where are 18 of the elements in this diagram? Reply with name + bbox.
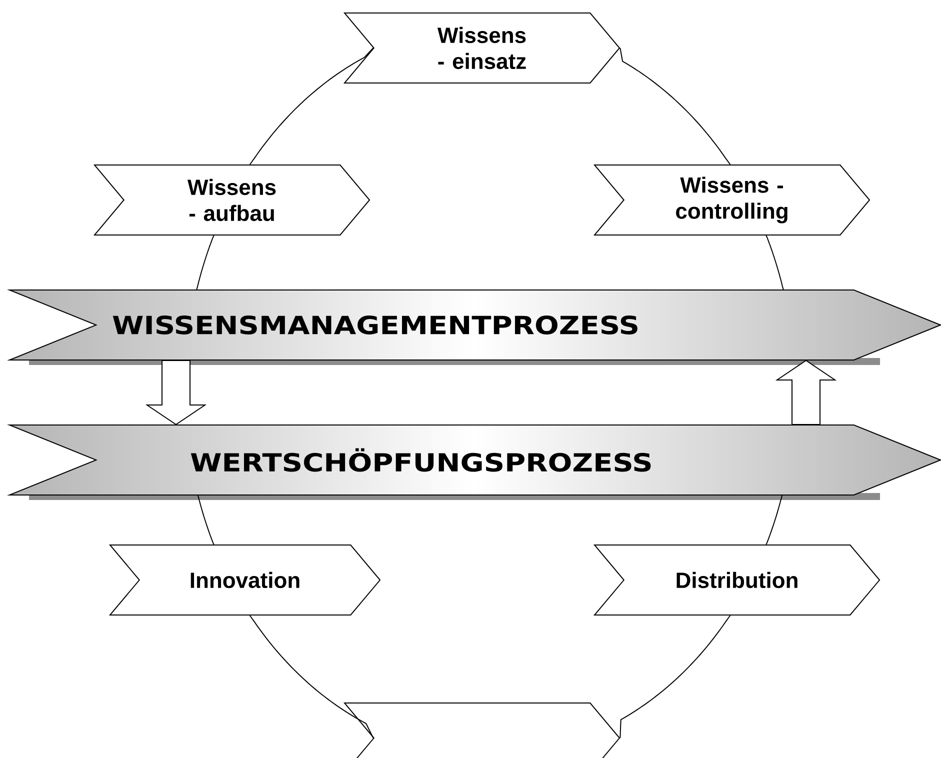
chevron-box: Distribution xyxy=(593,544,880,616)
process-band: WISSENSMANAGEMENTPROZESS xyxy=(6,290,941,365)
circle-arc xyxy=(766,495,783,545)
chevron-box: Innovation xyxy=(108,544,381,616)
circle-arc xyxy=(620,615,731,738)
circle-arc xyxy=(196,235,214,290)
chevron-box: Wissens - controlling xyxy=(593,164,870,236)
circle-arc xyxy=(197,495,214,545)
block-arrow xyxy=(145,360,207,426)
chevron-box: Wissens - aufbau xyxy=(93,164,370,236)
circle-arc xyxy=(249,615,374,738)
circle-arc xyxy=(620,48,731,165)
empty-chevron xyxy=(343,702,620,758)
block-arrow xyxy=(775,360,837,425)
process-band: WERTSCHÖPFUNGSPROZESS xyxy=(6,424,941,500)
chevron-box: Wissens - einsatz xyxy=(343,12,620,84)
circle-arc xyxy=(766,235,784,290)
circle-arc xyxy=(249,48,374,165)
